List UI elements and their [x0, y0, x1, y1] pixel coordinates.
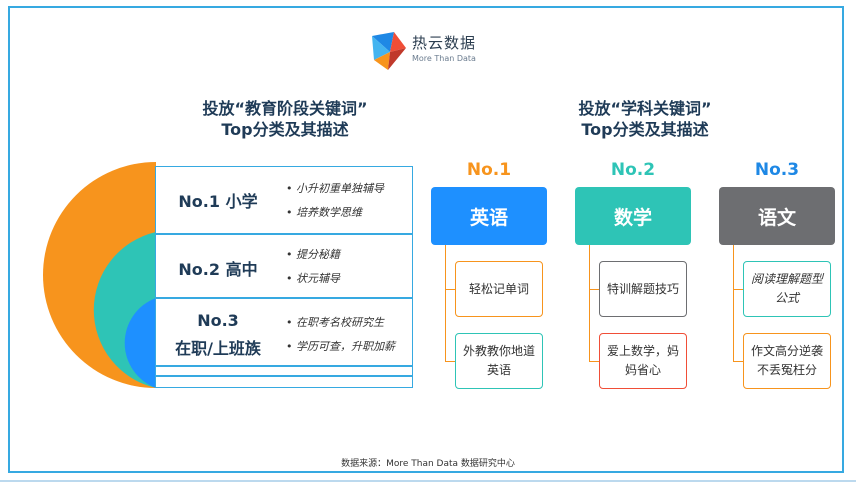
ring-inner-blue: [124, 298, 156, 388]
left-title-line2: Top分类及其描述: [221, 120, 349, 139]
subject-chinese: 语文: [719, 187, 835, 245]
left-title-line1: 投放“教育阶段关键词”: [202, 99, 368, 118]
level-2-label: No.2 高中: [178, 260, 258, 279]
chinese-desc-1: 阅读理解题型公式: [743, 261, 831, 317]
data-source-footer: 数据来源：More Than Data 数据研究中心: [341, 459, 515, 469]
math-desc-2: 爱上数学，妈妈省心: [599, 333, 687, 389]
connector-chinese-vertical: [733, 245, 734, 361]
right-section-title: 投放“学科关键词” Top分类及其描述: [545, 98, 745, 140]
connector-english-h1: [445, 289, 455, 290]
level-3-bullet-1: • 在职考名校研究生: [286, 316, 384, 329]
chinese-desc-2: 作文高分逆袭不丢冤枉分: [743, 333, 831, 389]
connector-english-vertical: [445, 245, 446, 361]
right-title-line2: Top分类及其描述: [581, 120, 709, 139]
brand-name: 热云数据: [412, 34, 477, 52]
level-row-4: [155, 366, 413, 376]
rank-2: No.2: [610, 160, 656, 180]
left-section-title: 投放“教育阶段关键词” Top分类及其描述: [170, 98, 400, 140]
brand-logo-icon: [372, 32, 406, 70]
connector-math-h1: [589, 289, 599, 290]
connector-chinese-h1: [733, 289, 743, 290]
level-1-bullet-2: • 培养数学思维: [286, 206, 362, 219]
rank-1: No.1: [466, 160, 512, 180]
level-row-3: [155, 298, 413, 366]
level-1-bullet-1: • 小升初重单独辅导: [286, 182, 384, 195]
connector-chinese-h2: [733, 361, 743, 362]
right-title-line1: 投放“学科关键词”: [578, 99, 712, 118]
connector-math-h2: [589, 361, 599, 362]
level-3-bullet-2: • 学历可查，升职加薪: [286, 340, 395, 353]
connector-english-h2: [445, 361, 455, 362]
level-1-label: No.1 小学: [178, 192, 258, 211]
level-2-bullet-1: • 提分秘籍: [286, 248, 340, 261]
level-3-label-line2: 在职/上班族: [175, 339, 261, 358]
rank-3: No.3: [754, 160, 800, 180]
subject-math: 数学: [575, 187, 691, 245]
english-desc-2: 外教教你地道英语: [455, 333, 543, 389]
math-desc-1: 特训解题技巧: [599, 261, 687, 317]
brand-tagline: More Than Data: [412, 54, 476, 63]
brand-logo: 热云数据 More Than Data: [368, 30, 508, 74]
english-desc-1: 轻松记单词: [455, 261, 543, 317]
level-row-2: [155, 234, 413, 298]
bottom-divider: [0, 480, 856, 482]
education-level-rings: [43, 162, 156, 388]
level-row-5: [155, 376, 413, 388]
connector-math-vertical: [589, 245, 590, 361]
subject-english: 英语: [431, 187, 547, 245]
level-3-label-line1: No.3: [197, 311, 239, 330]
level-row-1: [155, 166, 413, 234]
level-2-bullet-2: • 状元辅导: [286, 272, 340, 285]
